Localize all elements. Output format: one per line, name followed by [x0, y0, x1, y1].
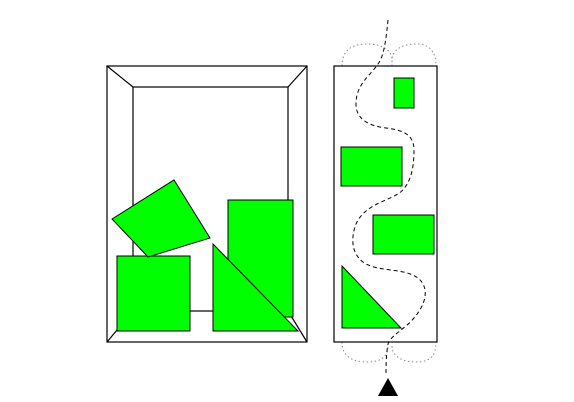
left-piece-square: [116, 255, 191, 332]
left-box-outer-frame: [106, 65, 308, 343]
tray-dashed-path: [352, 19, 426, 377]
left-piece-tilted-rect: [111, 179, 211, 258]
top-right-arc: [391, 43, 437, 67]
tray-piece-wide-right: [372, 214, 435, 255]
tray-piece-small: [393, 77, 415, 109]
top-left-arc: [341, 43, 393, 67]
left-box-corner-tr: [287, 65, 308, 88]
bottom-right-arc: [391, 341, 437, 363]
left-box-corner-tl: [106, 65, 134, 88]
tray-piece-wide-left: [340, 146, 403, 187]
right-tray: [333, 19, 438, 377]
left-pieces: [111, 179, 300, 332]
tray-pieces: [340, 77, 435, 329]
tray-outline: [333, 65, 438, 343]
left-box-inner-floor: [132, 86, 289, 312]
bottom-left-arc: [341, 341, 389, 363]
left-piece-triangle: [212, 242, 300, 332]
tray-piece-triangle: [341, 264, 403, 329]
tray-dotted-arcs: [341, 43, 437, 363]
up-triangle-icon: [378, 378, 398, 396]
